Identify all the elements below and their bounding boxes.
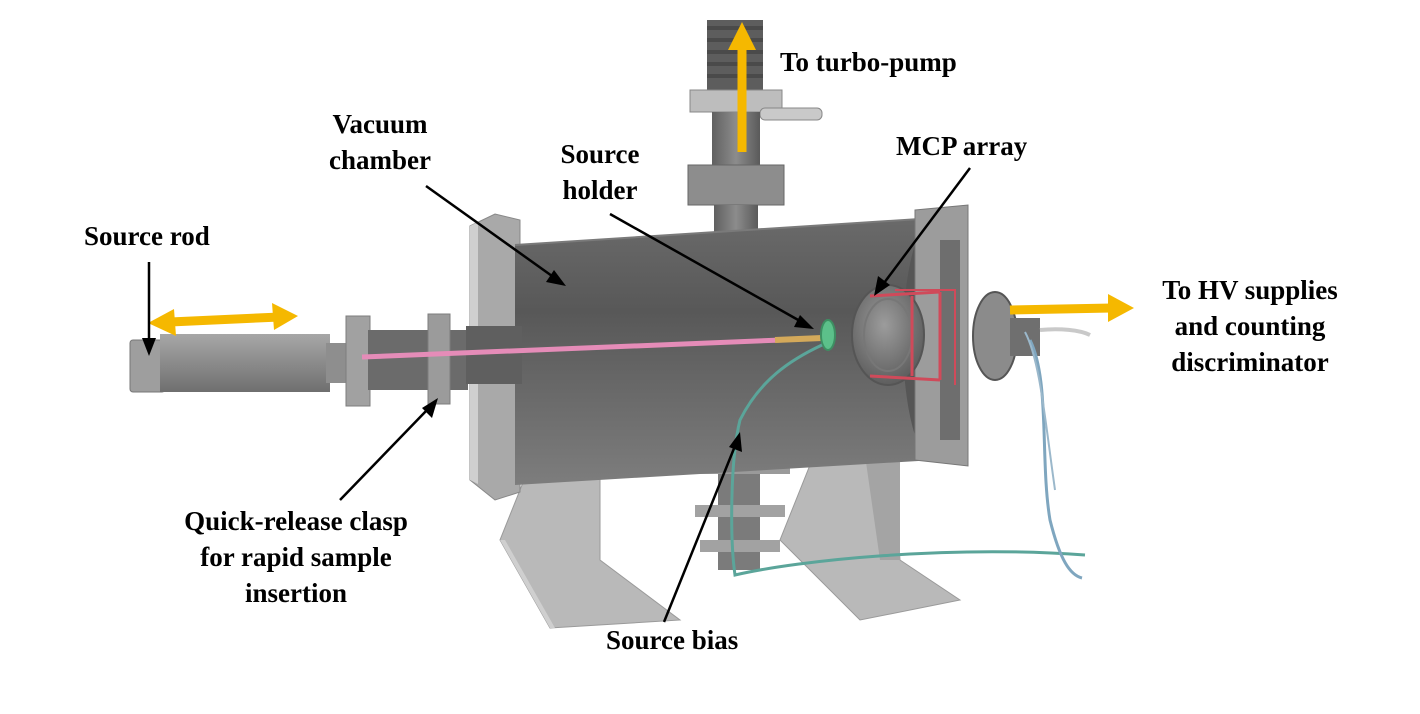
source-holder-label-line-2: holder bbox=[562, 175, 638, 205]
hv-supplies-arrow bbox=[1009, 294, 1134, 322]
mcp-array-label: MCP array bbox=[896, 128, 1027, 164]
to-hv-supplies-label: To HV supplies and counting discriminato… bbox=[1140, 272, 1360, 380]
source-holder-label-line-1: Source bbox=[560, 139, 640, 169]
source-rod-double-arrow bbox=[148, 303, 298, 336]
hv-feedthrough bbox=[972, 291, 1091, 381]
turbo-pump-pipe bbox=[687, 20, 823, 245]
to-turbo-pump-label-text: To turbo-pump bbox=[780, 47, 957, 77]
source-rod-leader bbox=[142, 262, 156, 356]
source-holder-leader bbox=[609, 212, 814, 329]
to-hv-supplies-label-line-2: and counting bbox=[1174, 311, 1326, 341]
quick-release-label-line-2: for rapid sample bbox=[200, 542, 392, 572]
source-rod-assembly bbox=[129, 313, 522, 407]
mcp-array-leader bbox=[874, 167, 972, 296]
source-holder-label: Source holder bbox=[540, 136, 660, 208]
quick-release-leader bbox=[339, 398, 438, 501]
source-bias-label: Source bias bbox=[606, 622, 738, 658]
source-rod-label-text: Source rod bbox=[84, 221, 210, 251]
source-rod-line bbox=[361, 319, 836, 360]
to-turbo-pump-label: To turbo-pump bbox=[780, 44, 957, 80]
turbo-pump-arrow bbox=[728, 22, 756, 152]
support-stands bbox=[499, 419, 962, 629]
cables bbox=[730, 331, 1086, 580]
mcp-array-label-text: MCP array bbox=[896, 131, 1028, 161]
mcp-array-illustration bbox=[851, 284, 956, 386]
motion-arrows bbox=[148, 22, 1134, 336]
vacuum-chamber-label: Vacuum chamber bbox=[310, 106, 450, 178]
quick-release-label-line-3: insertion bbox=[244, 578, 347, 608]
to-hv-supplies-label-line-3: discriminator bbox=[1171, 347, 1329, 377]
vacuum-chamber-label-line-2: chamber bbox=[329, 145, 431, 175]
source-rod-label: Source rod bbox=[84, 218, 210, 254]
leader-lines bbox=[142, 167, 972, 623]
quick-release-label-line-1: Quick-release clasp bbox=[184, 506, 408, 536]
vacuum-chamber-leader bbox=[425, 184, 566, 286]
source-bias-leader bbox=[662, 432, 742, 623]
quick-release-label: Quick-release clasp for rapid sample ins… bbox=[158, 503, 434, 611]
vacuum-chamber-label-line-1: Vacuum bbox=[332, 109, 428, 139]
source-bias-label-text: Source bias bbox=[606, 625, 739, 655]
to-hv-supplies-label-line-1: To HV supplies bbox=[1162, 275, 1338, 305]
